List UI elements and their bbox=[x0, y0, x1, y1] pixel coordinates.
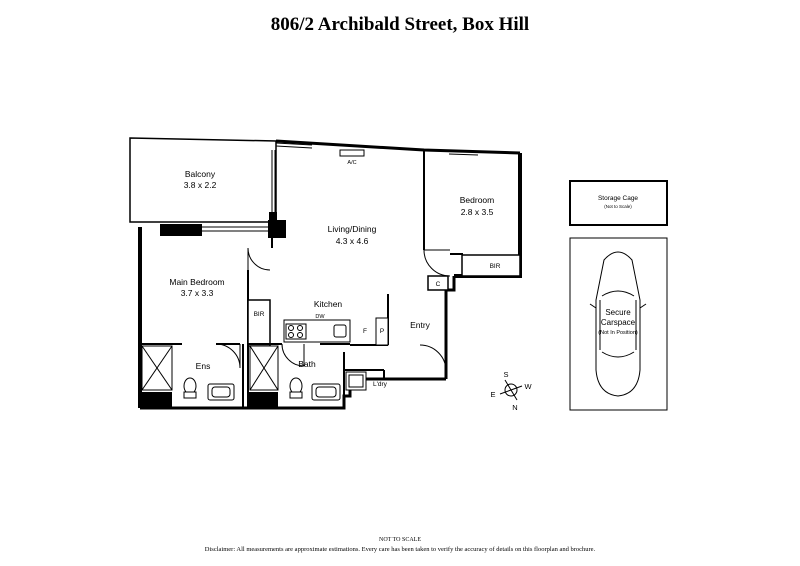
balcony-name: Balcony bbox=[185, 169, 216, 179]
bath-wall-block bbox=[248, 392, 278, 408]
compass bbox=[499, 379, 523, 401]
dishwasher-label: DW bbox=[315, 314, 325, 320]
bir-main-label: BIR bbox=[254, 311, 265, 318]
disclaimer: Disclaimer: All measurements are approxi… bbox=[204, 546, 596, 553]
bath-name: Bath bbox=[298, 359, 316, 369]
cupboard-label: C bbox=[436, 281, 441, 288]
living-size: 4.3 x 4.6 bbox=[336, 236, 369, 246]
entry-right-wall bbox=[444, 276, 456, 379]
compass-e: E bbox=[490, 390, 495, 399]
ac-label: A/C bbox=[347, 160, 356, 166]
laundry-name: L'dry bbox=[373, 381, 388, 388]
ensuite-wall-block bbox=[140, 392, 172, 408]
compass-s: S bbox=[503, 370, 508, 379]
compass-n: N bbox=[512, 403, 517, 412]
cupboard-c bbox=[427, 275, 449, 291]
balcony-size: 3.8 x 2.2 bbox=[184, 180, 217, 190]
doors bbox=[215, 247, 451, 372]
ensuite-fixtures bbox=[141, 345, 235, 401]
main-bedroom-sliding-door bbox=[202, 226, 268, 232]
bedroom-size: 2.8 x 3.5 bbox=[461, 207, 494, 217]
fridge-label: F bbox=[363, 328, 367, 335]
bedroom-window bbox=[448, 150, 479, 156]
bir-bedroom-label: BIR bbox=[490, 263, 501, 270]
column bbox=[268, 220, 286, 238]
page-title: 806/2 Archibald Street, Box Hill bbox=[270, 14, 530, 35]
pantry bbox=[375, 317, 389, 346]
carspace-line3: (Not In Position) bbox=[598, 330, 638, 336]
pantry-label: P bbox=[380, 328, 384, 335]
storage-cage-title: Storage Cage bbox=[598, 195, 638, 202]
entry-name: Entry bbox=[410, 320, 431, 330]
compass-w: W bbox=[524, 382, 532, 391]
storage-cage-box bbox=[569, 180, 668, 226]
main-bedroom-name: Main Bedroom bbox=[169, 277, 224, 287]
bedroom-name: Bedroom bbox=[460, 195, 495, 205]
carspace-box bbox=[569, 237, 668, 411]
main-bedroom-wall-block bbox=[160, 224, 202, 236]
top-wall bbox=[275, 139, 521, 155]
balcony-sliding-door bbox=[271, 142, 313, 215]
carspace-line1: Secure bbox=[605, 308, 631, 317]
ac-unit bbox=[339, 149, 365, 157]
storage-cage-note: (Not to Scale) bbox=[604, 204, 632, 209]
kitchen-bench bbox=[283, 319, 351, 343]
bath-fixtures bbox=[249, 345, 341, 401]
pillar bbox=[269, 212, 277, 222]
living-name: Living/Dining bbox=[328, 224, 377, 234]
car-outline bbox=[589, 251, 647, 397]
carspace-line2: Carspace bbox=[601, 318, 636, 327]
interior-walls bbox=[140, 150, 521, 408]
ens-name: Ens bbox=[196, 361, 211, 371]
kitchen-name: Kitchen bbox=[314, 299, 343, 309]
not-to-scale: NOT TO SCALE bbox=[378, 537, 421, 543]
main-bedroom-size: 3.7 x 3.3 bbox=[181, 288, 214, 298]
